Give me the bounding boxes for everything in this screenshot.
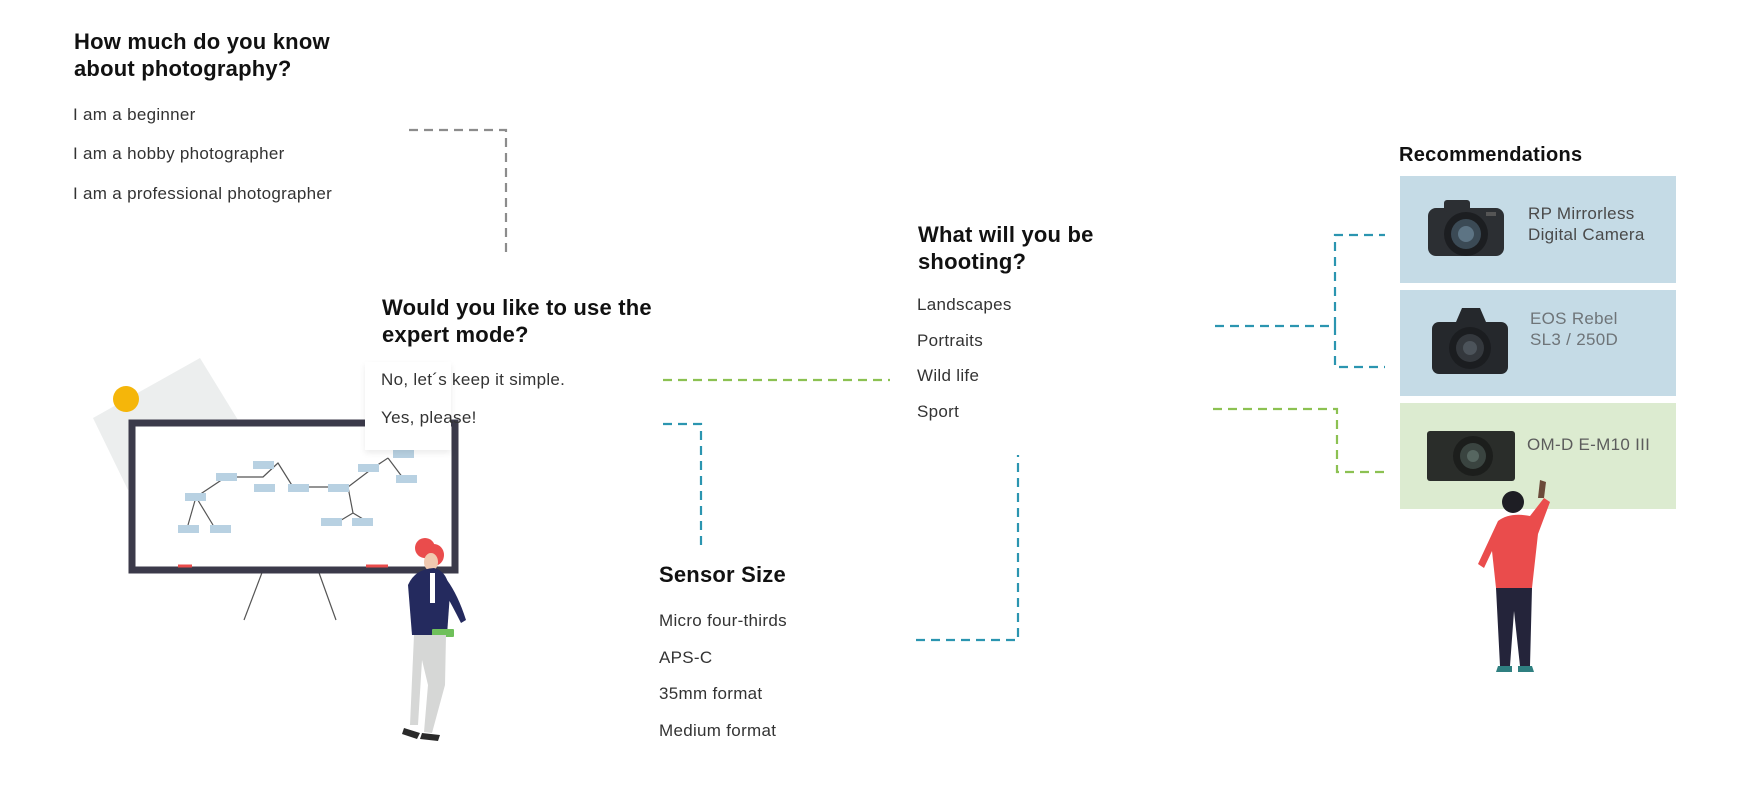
- man-illustration: [1478, 480, 1550, 672]
- compact-camera-icon: [1427, 431, 1515, 481]
- recommendation-card-rp[interactable]: RP Mirrorless Digital Camera: [1400, 176, 1676, 283]
- option-35mm[interactable]: 35mm format: [659, 684, 763, 703]
- mindmap-nodes: [178, 450, 417, 533]
- option-beginner[interactable]: I am a beginner: [73, 105, 196, 124]
- option-hobby[interactable]: I am a hobby photographer: [73, 144, 285, 163]
- connector-sport-to-rec3: [1213, 407, 1390, 474]
- option-professional[interactable]: I am a professional photographer: [73, 184, 333, 203]
- recommendation-card-eos[interactable]: EOS Rebel SL3 / 250D: [1400, 290, 1676, 396]
- shooting-question: What will you be shooting?: [918, 222, 1094, 274]
- recommendation-label-eos: EOS Rebel SL3 / 250D: [1530, 309, 1619, 349]
- recommendation-card-omd[interactable]: OM-D E-M10 III: [1400, 403, 1676, 509]
- woman-illustration: [402, 538, 466, 741]
- expert-question: Would you like to use the expert mode?: [382, 295, 652, 347]
- knowledge-question: How much do you know about photography?: [74, 29, 330, 81]
- connector-knowledge-to-expert: [409, 128, 508, 258]
- connector-expert-to-sensor: [663, 422, 703, 545]
- mirrorless-camera-icon: [1428, 200, 1504, 256]
- recommendation-label-omd: OM-D E-M10 III: [1527, 435, 1651, 454]
- connector-sensor-to-shooting: [916, 455, 1020, 642]
- option-micro-four-thirds[interactable]: Micro four-thirds: [659, 611, 787, 630]
- option-aps-c[interactable]: APS-C: [659, 648, 713, 667]
- connector-shooting-to-rec1: [1215, 233, 1385, 328]
- option-portraits[interactable]: Portraits: [917, 331, 983, 350]
- dslr-camera-icon: [1432, 308, 1508, 374]
- expert-card-backdrop: [365, 362, 451, 450]
- option-keep-simple[interactable]: No, let´s keep it simple.: [381, 370, 566, 389]
- recommendations-title: Recommendations: [1399, 144, 1583, 166]
- option-medium-format[interactable]: Medium format: [659, 721, 777, 740]
- sensor-question: Sensor Size: [659, 562, 786, 587]
- option-yes-please[interactable]: Yes, please!: [381, 408, 477, 427]
- connector-shooting-to-rec2: [1333, 326, 1385, 369]
- sun-icon: [113, 386, 139, 412]
- option-sport[interactable]: Sport: [917, 402, 960, 421]
- option-landscapes[interactable]: Landscapes: [917, 295, 1012, 314]
- recommendation-label-rp: RP Mirrorless Digital Camera: [1528, 204, 1645, 244]
- option-wild-life[interactable]: Wild life: [917, 366, 980, 385]
